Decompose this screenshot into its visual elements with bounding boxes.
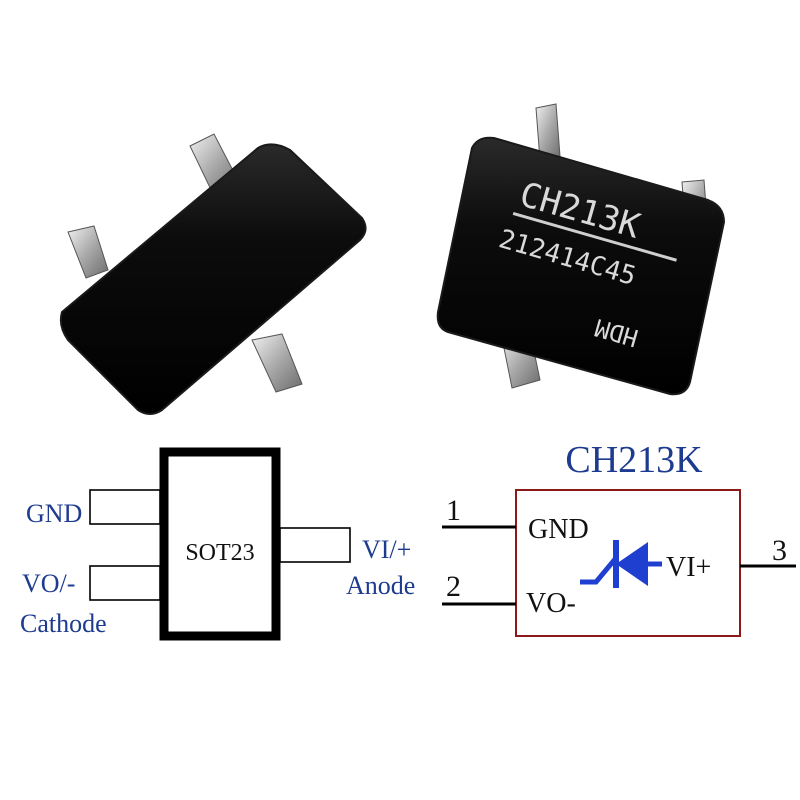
schematic-pin3-name: VI+ (666, 552, 711, 583)
schematic-pin2-name: VO- (526, 588, 576, 619)
chip-photo-right: CH213K 212414C45 HDM (436, 103, 726, 396)
schematic-pin1-name: GND (528, 514, 589, 545)
package-pin-vi-sublabel: Anode (346, 571, 415, 600)
schematic-symbol: CH213K 1 2 3 GND VO- VI+ (442, 439, 796, 637)
package-pin-vi-label: VI/+ (362, 535, 411, 564)
schematic-pin1-number: 1 (446, 494, 461, 527)
package-pin-vo-label: VO/- (22, 569, 75, 598)
chip-right-body (436, 136, 726, 396)
schematic-pin2-number: 2 (446, 570, 461, 603)
chip-left-body (59, 143, 367, 415)
chip-left-lead-left (67, 225, 109, 279)
chip-right-lead-top (535, 103, 561, 161)
chip-photo-left (59, 133, 367, 415)
package-pin-vi (279, 527, 351, 563)
package-pin-gnd (89, 489, 161, 525)
zener-diode-icon (580, 540, 662, 588)
chip-left-lead-bottom (251, 333, 303, 393)
package-diagram: SOT23 GND VO/- Cathode VI/+ Anode (20, 447, 415, 641)
package-pin-vo-sublabel: Cathode (20, 609, 107, 638)
package-pin-vo (89, 565, 161, 601)
package-pin-gnd-label: GND (26, 499, 82, 528)
package-body (159, 447, 281, 641)
schematic-title: CH213K (565, 439, 703, 481)
schematic-pin3-number: 3 (772, 534, 787, 567)
package-label: SOT23 (185, 540, 254, 566)
chip-marking-underline (512, 211, 677, 262)
